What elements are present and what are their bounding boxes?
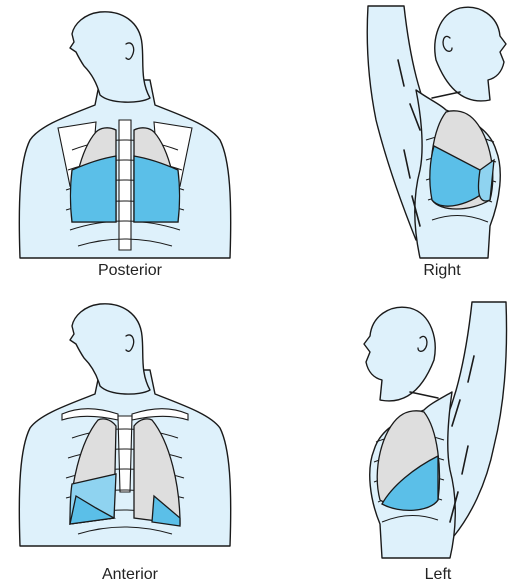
head-outline (435, 7, 506, 101)
caption-anterior: Anterior (88, 566, 172, 584)
caption-right: Right (412, 262, 472, 280)
right-view-figure: Right (340, 0, 530, 290)
left-view-figure: Left (340, 296, 530, 587)
head-outline (70, 304, 150, 394)
right-lateral-illustration (340, 0, 530, 290)
caption-left: Left (408, 566, 468, 584)
head-outline (70, 12, 150, 102)
left-lateral-illustration (340, 296, 530, 587)
posterior-view-figure: Posterior (0, 0, 260, 290)
head-outline (364, 307, 435, 401)
sternum (118, 416, 132, 492)
anterior-view-figure: Anterior (0, 296, 260, 587)
caption-posterior: Posterior (88, 262, 172, 280)
anterior-torso-illustration (0, 296, 260, 587)
posterior-torso-illustration (0, 0, 260, 290)
